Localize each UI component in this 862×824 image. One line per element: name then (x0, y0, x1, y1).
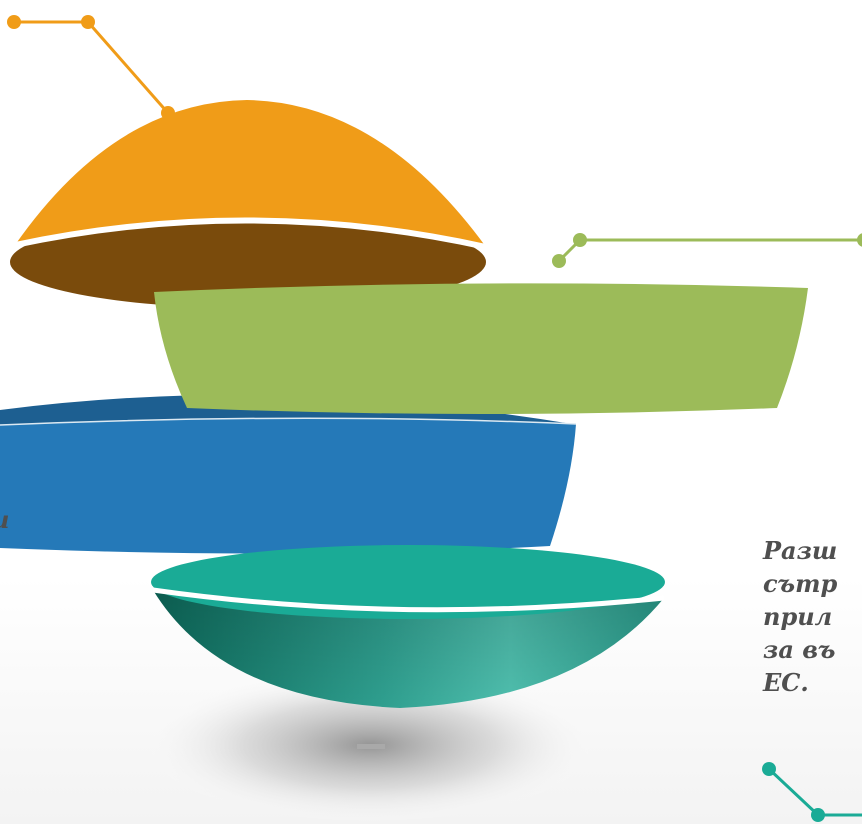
connector-node (857, 233, 862, 247)
text-line: за въ (763, 635, 836, 664)
orange-dome-layer (10, 100, 487, 308)
connector-node (811, 808, 825, 822)
blue-band (0, 418, 576, 554)
floor-mark (357, 744, 385, 749)
text-line: прил (763, 602, 833, 631)
connector-node (762, 762, 776, 776)
bottom-connector (762, 762, 862, 822)
top-connector (7, 15, 175, 120)
teal-top-ellipse (151, 545, 665, 619)
bowl-rim (152, 587, 665, 613)
connector-node (573, 233, 587, 247)
connector-node (81, 15, 95, 29)
text-line: сътр (763, 569, 838, 598)
orange-dome (15, 100, 486, 247)
teal-bowl-layer (151, 545, 665, 708)
description-text: Разш сътр прил за въ ЕС. (763, 534, 862, 699)
left-label-fragment: и (0, 503, 9, 536)
green-band (154, 283, 808, 414)
blue-band-layer (0, 394, 577, 554)
right-connector (552, 233, 862, 268)
text-line: ЕС. (763, 668, 809, 697)
dome-rim (14, 217, 487, 250)
text-line: Разш (763, 536, 838, 565)
connector-node (552, 254, 566, 268)
connector-node (7, 15, 21, 29)
green-band-layer (154, 283, 808, 414)
